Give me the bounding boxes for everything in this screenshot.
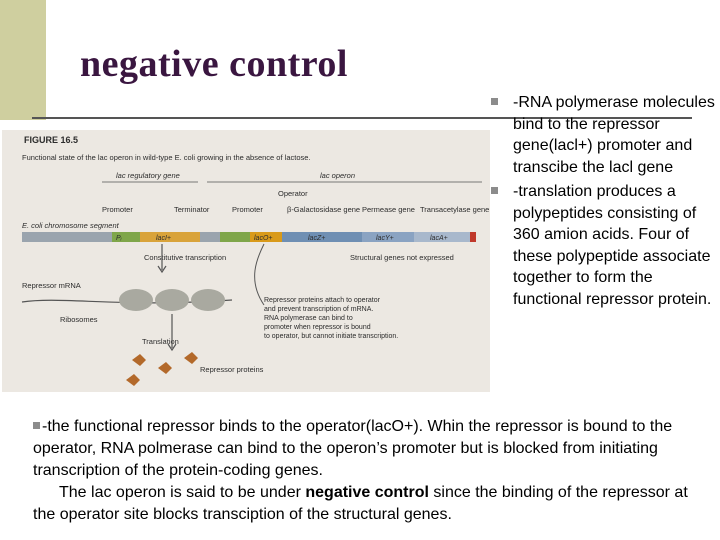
- gene-lacy: [362, 232, 414, 242]
- para-2-bold: negative control: [305, 484, 429, 501]
- repressor-mrna-label: Repressor mRNA: [22, 281, 81, 290]
- translation-label: Translation: [142, 337, 179, 346]
- bullet-item: -translation produces a polypeptides con…: [489, 181, 719, 310]
- ribosome-2: [155, 289, 189, 311]
- operator-label: Operator: [278, 189, 308, 198]
- title-underline: [32, 117, 692, 119]
- bullet-text: -RNA polymerase molecules bind to the re…: [513, 94, 715, 176]
- gene-laco-text: lacO+: [254, 235, 272, 242]
- gene-lacz-text: lacZ+: [308, 235, 325, 242]
- bullet-item: -RNA polymerase molecules bind to the re…: [489, 92, 719, 178]
- ribosome-3: [191, 289, 225, 311]
- repressor-proteins-shape: [126, 352, 198, 386]
- gene-pi: [112, 232, 140, 242]
- promoter1-label: Promoter: [102, 205, 133, 214]
- para-2-text-a: The lac operon is said to be under: [59, 484, 306, 501]
- repressor-proteins-label: Repressor proteins: [200, 365, 264, 374]
- beta-gal-label: β-Galactosidase gene: [287, 205, 360, 214]
- bullet-marker-icon: [491, 98, 498, 105]
- ribosomes-label: Ribosomes: [60, 315, 98, 324]
- para-1-text-b: O+). Whin the repressor is bound to the …: [33, 418, 673, 479]
- gene-laci: [140, 232, 200, 242]
- lac-operon-figure: FIGURE 16.5 Functional state of the lac …: [2, 130, 490, 392]
- gene-laco: [250, 232, 282, 242]
- gene-laca-text: lacA+: [430, 235, 448, 242]
- regulatory-gene-label: lac regulatory gene: [116, 171, 180, 180]
- lac-operon-label: lac operon: [320, 171, 355, 180]
- not-expressed-label: Structural genes not expressed: [350, 253, 454, 262]
- gene-laci-text: lacI+: [156, 235, 171, 242]
- gene-lacz: [282, 232, 362, 242]
- bullet-list: -RNA polymerase molecules bind to the re…: [489, 92, 719, 313]
- lac-operon-diagram: FIGURE 16.5 Functional state of the lac …: [2, 130, 490, 392]
- terminator-label: Terminator: [174, 205, 210, 214]
- gene-laca: [414, 232, 470, 242]
- figure-caption: Functional state of the lac operon in wi…: [22, 153, 311, 162]
- dna-end: [470, 232, 476, 242]
- permease-label: Permease gene: [362, 205, 415, 214]
- transcription-arrowhead: [157, 265, 167, 274]
- para-2-text-b: since the binding of the repressor at th…: [33, 484, 688, 523]
- dna-spacer: [200, 232, 220, 242]
- ribosome-1: [119, 289, 153, 311]
- para-2: The lac operon is said to be under negat…: [33, 482, 693, 526]
- constitutive-label: Constitutive transcription: [144, 253, 226, 262]
- slide-title: negative control: [80, 43, 348, 85]
- accent-bar: [0, 0, 46, 120]
- transacetylase-label: Transacetylase gene: [420, 205, 489, 214]
- bullet-marker-icon: [491, 187, 498, 194]
- promoter2-label: Promoter: [232, 205, 263, 214]
- note-pointer: [254, 243, 265, 306]
- body-paragraph: -the functional repressor binds to the o…: [33, 416, 693, 526]
- translation-arrowhead: [167, 343, 177, 352]
- figure-note: Repressor proteins attach to operator an…: [264, 297, 398, 340]
- gene-lacy-text: lacY+: [376, 235, 394, 242]
- bullet-marker-icon: [33, 422, 40, 430]
- chromosome-label: E. coli chromosome segment: [22, 221, 120, 230]
- figure-label: FIGURE 16.5: [24, 135, 78, 145]
- gene-pi-text: Pᵢ: [116, 235, 122, 242]
- dna-left: [22, 232, 112, 242]
- bullet-text: -translation produces a polypeptides con…: [513, 183, 712, 308]
- gene-plac: [220, 232, 250, 242]
- para-1-text-a: -the functional repressor binds to the o…: [42, 418, 392, 435]
